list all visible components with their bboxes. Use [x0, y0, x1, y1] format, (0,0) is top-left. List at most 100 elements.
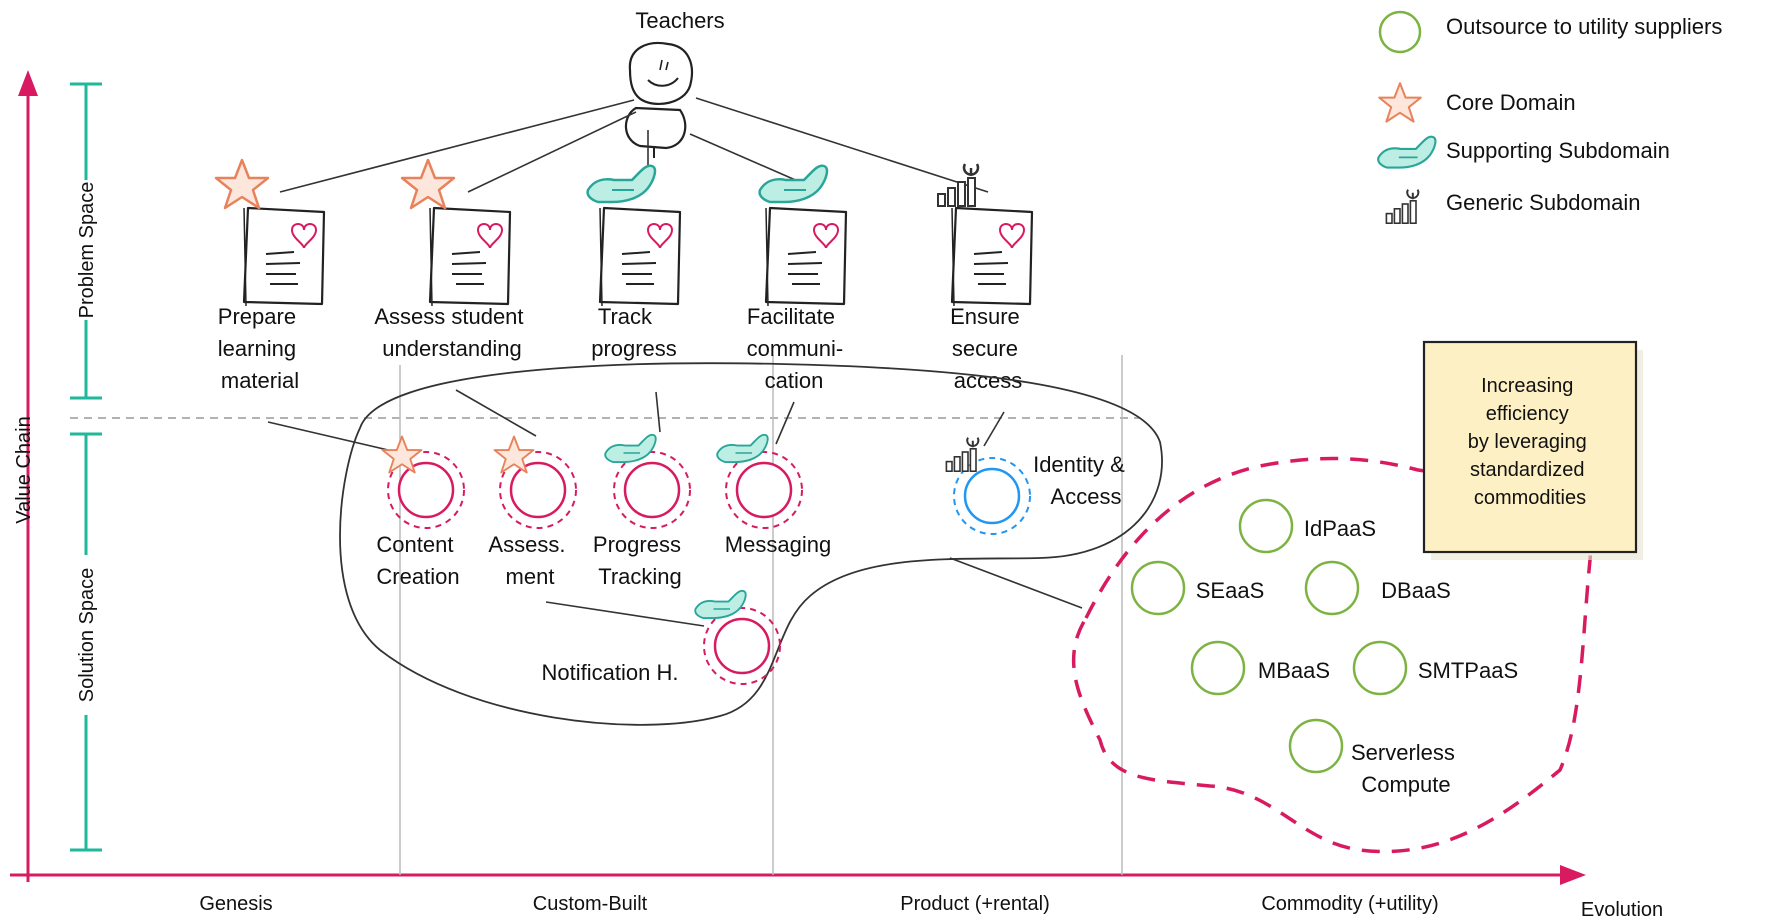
note-line: standardized — [1470, 459, 1585, 481]
svg-text:Serverless Compute: Serverless Compute — [1351, 740, 1461, 797]
utility-label: IdPaaS — [1304, 516, 1376, 541]
component-label-line: Access — [1051, 484, 1122, 509]
note-line: efficiency — [1486, 403, 1569, 425]
legend-item-core: Core Domain — [1378, 82, 1576, 123]
component-identity-access: Identity & Access — [945, 436, 1131, 535]
legend-label: Outsource to utility suppliers — [1446, 14, 1722, 39]
note-line: Increasing — [1481, 375, 1573, 397]
utility-label: MBaaS — [1258, 658, 1330, 683]
y-axis-arrow-icon — [18, 70, 38, 96]
legend-label: Supporting Subdomain — [1446, 138, 1670, 163]
x-axis-label: Evolution — [1581, 899, 1663, 919]
svg-text:Notification H.: Notification H. — [542, 660, 679, 685]
svg-text:Messaging: Messaging — [725, 532, 831, 557]
component-label-line: Assess. — [488, 532, 565, 557]
legend: Outsource to utility suppliers Core Doma… — [1377, 10, 1722, 225]
need-label-line: Facilitate — [747, 304, 835, 329]
need-label-line: understanding — [382, 336, 521, 361]
utility-label-line: Compute — [1361, 772, 1450, 797]
efficiency-sticky-note: Increasing efficiency by leveraging stan… — [1422, 340, 1643, 560]
need-label-line: cation — [765, 368, 824, 393]
generic-tools-icon — [945, 436, 980, 473]
svg-text:Ensure secure acce: Ensure secure access — [950, 304, 1026, 393]
supporting-hand-icon — [716, 433, 769, 463]
star-icon — [1378, 82, 1422, 123]
core-domain-star-icon — [214, 158, 270, 210]
tools-bars-icon — [1385, 188, 1420, 225]
need-track-progress: Track progress — [586, 164, 682, 361]
component-label-line: ment — [506, 564, 555, 589]
component-label-line: Messaging — [725, 532, 831, 557]
component-messaging: Messaging — [716, 433, 831, 557]
note-line: commodities — [1474, 487, 1586, 509]
svg-text:Prepare learning m: Prepare learning material — [218, 304, 302, 393]
component-label-line: Creation — [376, 564, 459, 589]
component-label-line: Notification H. — [542, 660, 679, 685]
need-label-line: learning — [218, 336, 296, 361]
stage-commodity-label: Commodity (+utility) — [1261, 893, 1438, 915]
utility-smtpaas: SMTPaaS — [1352, 640, 1518, 696]
svg-text:Content Creation: Content Creation — [376, 532, 459, 589]
need-assess-understanding: Assess student understanding — [374, 158, 529, 361]
problem-space-label: Problem Space — [76, 182, 98, 319]
component-assessment: Assess. ment — [488, 435, 577, 589]
green-circle-icon — [1378, 10, 1422, 54]
component-progress-tracking: Progress Tracking — [593, 433, 691, 589]
note-line: by leveraging — [1468, 431, 1587, 453]
legend-label: Generic Subdomain — [1446, 190, 1640, 215]
need-label-line: Track — [598, 304, 653, 329]
bounded-context-outline — [339, 362, 1163, 726]
need-label-line: secure — [952, 336, 1018, 361]
legend-item-generic: Generic Subdomain — [1385, 188, 1640, 225]
utility-seaas: SEaaS — [1130, 560, 1265, 616]
component-label-line: Content — [376, 532, 453, 557]
supporting-hand-icon — [758, 164, 829, 204]
user-label: Teachers — [635, 8, 724, 33]
need-label-line: Assess student — [374, 304, 523, 329]
solution-space-bracket: Solution Space — [70, 432, 102, 852]
component-label-line: Identity & — [1033, 452, 1125, 477]
utility-idpaas: IdPaaS — [1238, 498, 1376, 554]
need-label-line: progress — [591, 336, 677, 361]
generic-tools-icon — [936, 162, 980, 208]
supporting-hand-icon — [694, 589, 747, 619]
helping-hand-icon — [1377, 135, 1437, 169]
utility-label: DBaaS — [1381, 578, 1451, 603]
utility-label: SMTPaaS — [1418, 658, 1518, 683]
supporting-hand-icon — [586, 164, 657, 204]
x-axis-arrow-icon — [1560, 865, 1586, 885]
component-label-line: Tracking — [598, 564, 682, 589]
core-domain-star-icon — [400, 158, 456, 210]
svg-text:Identity & Access: Identity & Access — [1033, 452, 1131, 509]
need-label-line: Ensure — [950, 304, 1020, 329]
need-facilitate-communication: Facilitate communi- cation — [747, 164, 850, 393]
stage-custom-built-label: Custom-Built — [533, 893, 648, 915]
component-notification-hub: Notification H. — [542, 589, 781, 685]
utility-label-line: Serverless — [1351, 740, 1455, 765]
svg-text:Facilitate communi-: Facilitate communi- cation — [747, 304, 850, 393]
utility-label: SEaaS — [1196, 578, 1265, 603]
need-component-links — [267, 389, 1083, 627]
teachers-user: Teachers — [624, 8, 725, 158]
solution-space-label: Solution Space — [76, 568, 98, 703]
utility-mbaas: MBaaS — [1190, 640, 1330, 696]
svg-text:Assess. ment: Assess. ment — [488, 532, 571, 589]
problem-space-bracket: Problem Space — [70, 82, 102, 400]
stage-genesis-label: Genesis — [199, 893, 272, 915]
need-label-line: communi- — [747, 336, 844, 361]
svg-text:Progress Tracking: Progress Tracking — [593, 532, 687, 589]
legend-item-outsource: Outsource to utility suppliers — [1378, 10, 1722, 54]
legend-label: Core Domain — [1446, 90, 1576, 115]
user-need-links — [279, 97, 989, 193]
utility-dbaas: DBaaS — [1304, 560, 1451, 616]
y-axis-label: Value Chain — [13, 416, 35, 523]
component-label-line: Progress — [593, 532, 681, 557]
utility-outsourcing-outline — [1071, 456, 1592, 854]
stage-product-label: Product (+rental) — [900, 893, 1050, 915]
supporting-hand-icon — [604, 433, 657, 463]
svg-text:Assess student understan: Assess student understanding — [374, 304, 529, 361]
utility-serverless-compute: Serverless Compute — [1288, 718, 1461, 797]
user-icon — [624, 42, 694, 158]
component-content-creation: Content Creation — [376, 435, 465, 589]
